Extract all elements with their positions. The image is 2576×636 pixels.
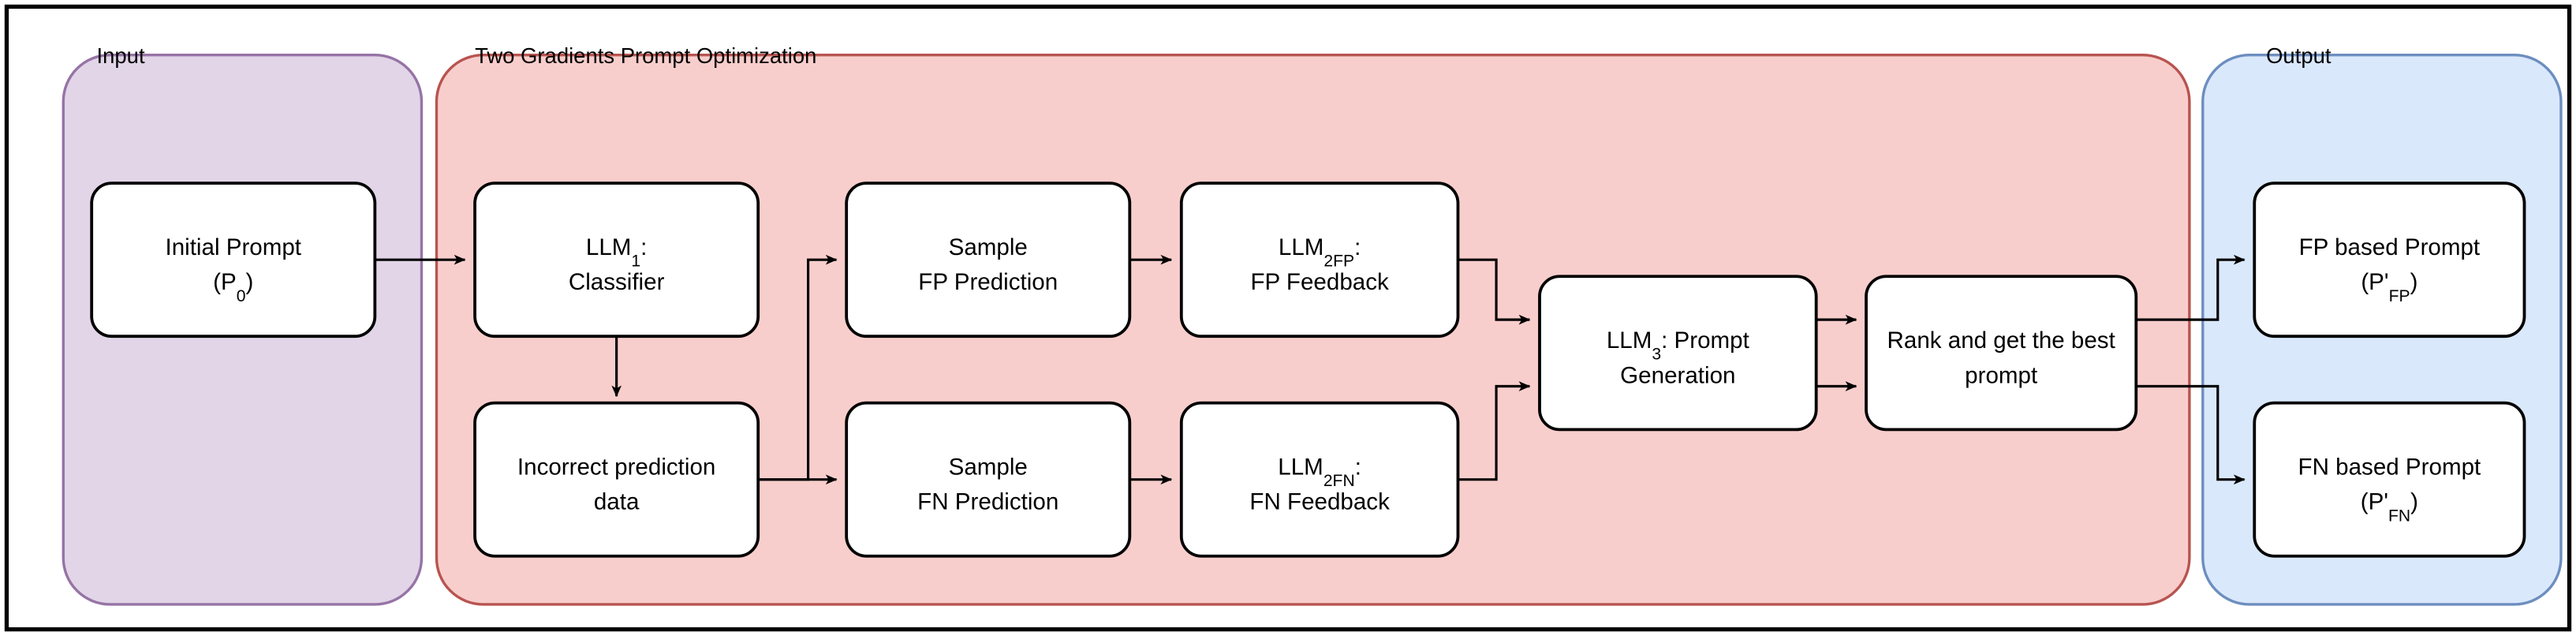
node-initial-prompt-line1: Initial Prompt <box>165 234 301 260</box>
node-incorrect-data-line1: Incorrect prediction <box>517 454 715 480</box>
node-llm2fn-line2: FN Feedback <box>1249 489 1390 515</box>
node-incorrect-data[interactable]: Incorrect prediction data <box>473 401 760 558</box>
node-incorrect-data-box[interactable] <box>473 401 760 558</box>
group-output-label: Output <box>2266 43 2331 68</box>
node-llm2fn-line1: LLM2FN: <box>1278 454 1361 490</box>
node-rank-line1: Rank and get the best <box>1887 327 2115 354</box>
node-llm2fp-line1: LLM2FP: <box>1279 234 1361 271</box>
node-fp-prompt-line2: (P'FP) <box>2361 269 2417 305</box>
node-fp-prompt-box[interactable] <box>2253 181 2526 339</box>
edge-llm2fn-to-llm3 <box>1458 381 1531 481</box>
node-llm1-box[interactable] <box>473 181 760 339</box>
node-rank[interactable]: Rank and get the best prompt <box>1865 275 2138 432</box>
node-llm1[interactable]: LLM1: Classifier <box>473 181 760 339</box>
node-llm2fp-box[interactable] <box>1179 181 1460 339</box>
group-input-label: Input <box>97 43 145 68</box>
node-fp-prompt-line1: FP based Prompt <box>2299 234 2481 260</box>
node-llm3-box[interactable] <box>1538 275 1818 432</box>
node-llm2fp[interactable]: LLM2FP: FP Feedback <box>1179 181 1460 339</box>
node-fn-prompt[interactable]: FN based Prompt (P'FN) <box>2253 401 2526 558</box>
node-rank-line2: prompt <box>1965 362 2037 388</box>
edge-llm2fp-to-llm3 <box>1458 258 1531 325</box>
node-llm3-line1: LLM3: Prompt <box>1607 327 1749 364</box>
group-optimization-label: Two Gradients Prompt Optimization <box>475 43 816 68</box>
node-llm2fn-box[interactable] <box>1179 401 1460 558</box>
node-llm1-line1: LLM1: <box>586 234 648 271</box>
node-fn-prompt-box[interactable] <box>2253 401 2526 558</box>
node-fp-prompt[interactable]: FP based Prompt (P'FP) <box>2253 181 2526 339</box>
edge-rank-to-fn-prompt <box>2136 384 2246 484</box>
node-fn-prompt-line2: (P'FN) <box>2361 489 2418 526</box>
node-initial-prompt[interactable]: Initial Prompt (P0) <box>90 181 377 339</box>
node-llm2fp-line2: FP Feedback <box>1250 269 1389 295</box>
node-sample-fp-line1: Sample <box>949 234 1028 260</box>
node-sample-fp[interactable]: Sample FP Prediction <box>845 181 1132 339</box>
node-llm1-line2: Classifier <box>569 269 665 295</box>
node-sample-fn-box[interactable] <box>845 401 1132 558</box>
node-incorrect-data-line2: data <box>594 489 640 515</box>
node-llm3[interactable]: LLM3: Prompt Generation <box>1538 275 1818 432</box>
node-sample-fn-line2: FN Prediction <box>917 489 1058 515</box>
edge-rank-to-fp-prompt <box>2136 254 2246 321</box>
node-llm2fn[interactable]: LLM2FN: FN Feedback <box>1179 401 1460 558</box>
node-rank-box[interactable] <box>1865 275 2138 432</box>
node-sample-fp-box[interactable] <box>845 181 1132 339</box>
node-llm3-line2: Generation <box>1620 362 1735 388</box>
node-initial-prompt-box[interactable] <box>90 181 377 339</box>
node-fn-prompt-line1: FN based Prompt <box>2298 454 2481 480</box>
node-sample-fn[interactable]: Sample FN Prediction <box>845 401 1132 558</box>
edge-layer <box>375 254 2246 484</box>
node-sample-fn-line1: Sample <box>949 454 1028 480</box>
node-sample-fp-line2: FP Prediction <box>918 269 1058 295</box>
node-initial-prompt-line2: (P0) <box>213 269 253 305</box>
